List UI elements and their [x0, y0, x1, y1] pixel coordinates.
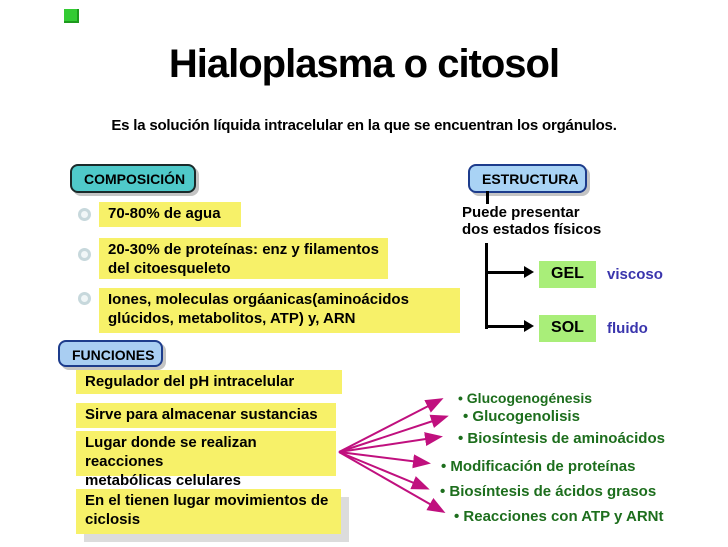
composicion-item-agua: 70-80% de agua: [99, 202, 241, 227]
composicion-item-iones: Iones, moleculas orgáanicas(aminoácidos …: [99, 288, 460, 333]
gel-property-label: viscoso: [607, 266, 663, 283]
tree-line-vertical: [485, 243, 488, 329]
funciones-item-regulador: Regulador del pH intracelular: [76, 370, 342, 394]
sphere-bullet-icon: [78, 208, 91, 221]
slide-subtitle: Es la solución líquida intracelular en l…: [111, 117, 617, 134]
gel-box: GEL: [539, 261, 596, 288]
sol-property-label: fluido: [607, 320, 648, 337]
funciones-badge: FUNCIONES: [58, 340, 163, 367]
green-square-icon: [64, 9, 79, 23]
tree-line-top: [486, 191, 489, 204]
funciones-item-reacciones: Lugar donde se realizan reacciones metab…: [76, 431, 336, 489]
funciones-item-ciclosis: En el tienen lugar movimientos de ciclos…: [76, 489, 341, 534]
page-title: Hialoplasma o citosol: [168, 42, 560, 86]
tree-line-gel: [485, 271, 525, 274]
arrow-right-icon: [524, 266, 534, 278]
reaccion-item-glucogenolisis: • Glucogenolisis: [463, 408, 580, 425]
estructura-intro: Puede presentar dos estados físicos: [462, 204, 602, 238]
reaccion-item-biosintesis-aminoacidos: • Biosíntesis de aminoácidos: [458, 430, 665, 447]
arrow-right-icon: [524, 320, 534, 332]
sphere-bullet-icon: [78, 292, 91, 305]
reaccion-item-biosintesis-acidos-grasos: • Biosíntesis de ácidos grasos: [440, 483, 657, 500]
reaccion-item-modificacion-proteinas: • Modificación de proteínas: [441, 458, 636, 475]
tree-line-sol: [485, 325, 525, 328]
reaccion-item-reacciones-atp-arnt: • Reacciones con ATP y ARNt: [454, 508, 664, 525]
funciones-item-almacenar: Sirve para almacenar sustancias: [76, 403, 336, 428]
sphere-bullet-icon: [78, 248, 91, 261]
composicion-badge: COMPOSICIÓN: [70, 164, 196, 193]
estructura-badge: ESTRUCTURA: [468, 164, 587, 193]
reaccion-item-glucogenogenesis: • Glucogenogénesis: [458, 390, 593, 406]
composicion-item-proteinas: 20-30% de proteínas: enz y filamentos de…: [99, 238, 388, 279]
sol-box: SOL: [539, 315, 596, 342]
